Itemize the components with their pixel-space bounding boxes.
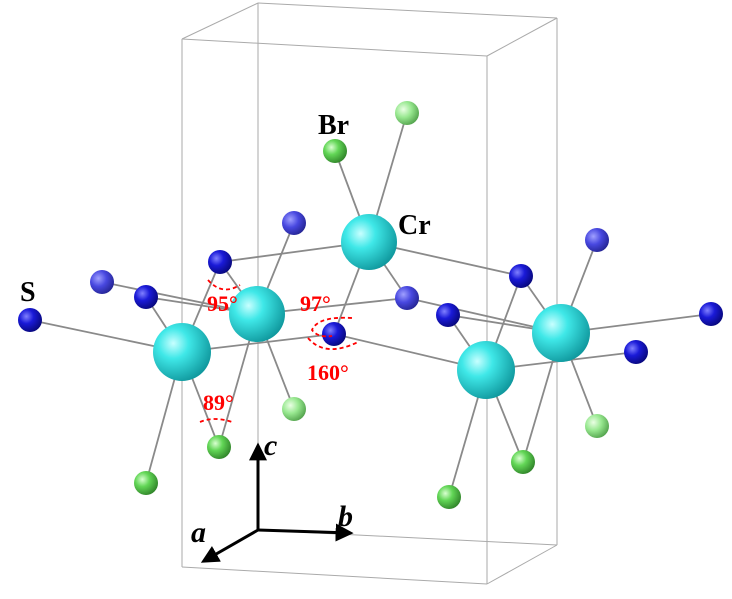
near-atoms xyxy=(18,139,723,509)
far-atoms xyxy=(90,101,609,438)
unit-cell-edge xyxy=(486,17,558,57)
s-atom xyxy=(436,303,460,327)
br-label: Br xyxy=(318,110,349,141)
s-atom xyxy=(624,340,648,364)
s-atom xyxy=(90,270,114,294)
angle-arcs xyxy=(199,279,359,423)
br-atom xyxy=(282,397,306,421)
angle-arc-95 xyxy=(207,279,241,291)
s-atom xyxy=(395,286,419,310)
angle-arc-160 xyxy=(307,337,359,350)
br-atom xyxy=(511,450,535,474)
angle-label-97: 97° xyxy=(300,291,331,316)
angle-label-89: 89° xyxy=(203,390,234,415)
cr-atom xyxy=(153,323,211,381)
br-atom xyxy=(323,139,347,163)
cr-label: Cr xyxy=(398,210,431,241)
c-axis-label: c xyxy=(264,429,277,462)
bonds xyxy=(29,112,712,498)
s-atom xyxy=(18,308,42,332)
cr-atom xyxy=(532,304,590,362)
angle-arc-89 xyxy=(199,418,233,423)
unit-cell-edge xyxy=(181,2,259,40)
unit-cell-edge xyxy=(486,544,558,585)
unit-cell-edge xyxy=(181,38,488,57)
s-atom xyxy=(322,322,346,346)
br-atom xyxy=(207,435,231,459)
cr-atom xyxy=(229,286,285,342)
b-axis-arrow xyxy=(257,523,354,542)
angle-label-95: 95° xyxy=(207,291,238,316)
angle-label-160: 160° xyxy=(307,360,349,385)
br-atom xyxy=(395,101,419,125)
angle-arc-97 xyxy=(310,316,353,338)
cr-atom xyxy=(457,341,515,399)
a-axis-label: a xyxy=(191,516,206,549)
a-axis-arrow xyxy=(200,528,259,563)
br-atom xyxy=(437,485,461,509)
b-axis-label: b xyxy=(338,500,353,533)
unit-cell-edge xyxy=(181,566,488,585)
s-label: S xyxy=(20,277,36,308)
axis-arrows xyxy=(200,442,354,563)
s-atom xyxy=(585,228,609,252)
s-atom xyxy=(699,302,723,326)
br-atom xyxy=(585,414,609,438)
s-atom xyxy=(282,211,306,235)
br-atom xyxy=(134,471,158,495)
unit-cell-edge xyxy=(257,2,558,19)
s-atom xyxy=(134,285,158,309)
cr-atom xyxy=(341,214,397,270)
s-atom xyxy=(208,250,232,274)
s-atom xyxy=(509,264,533,288)
